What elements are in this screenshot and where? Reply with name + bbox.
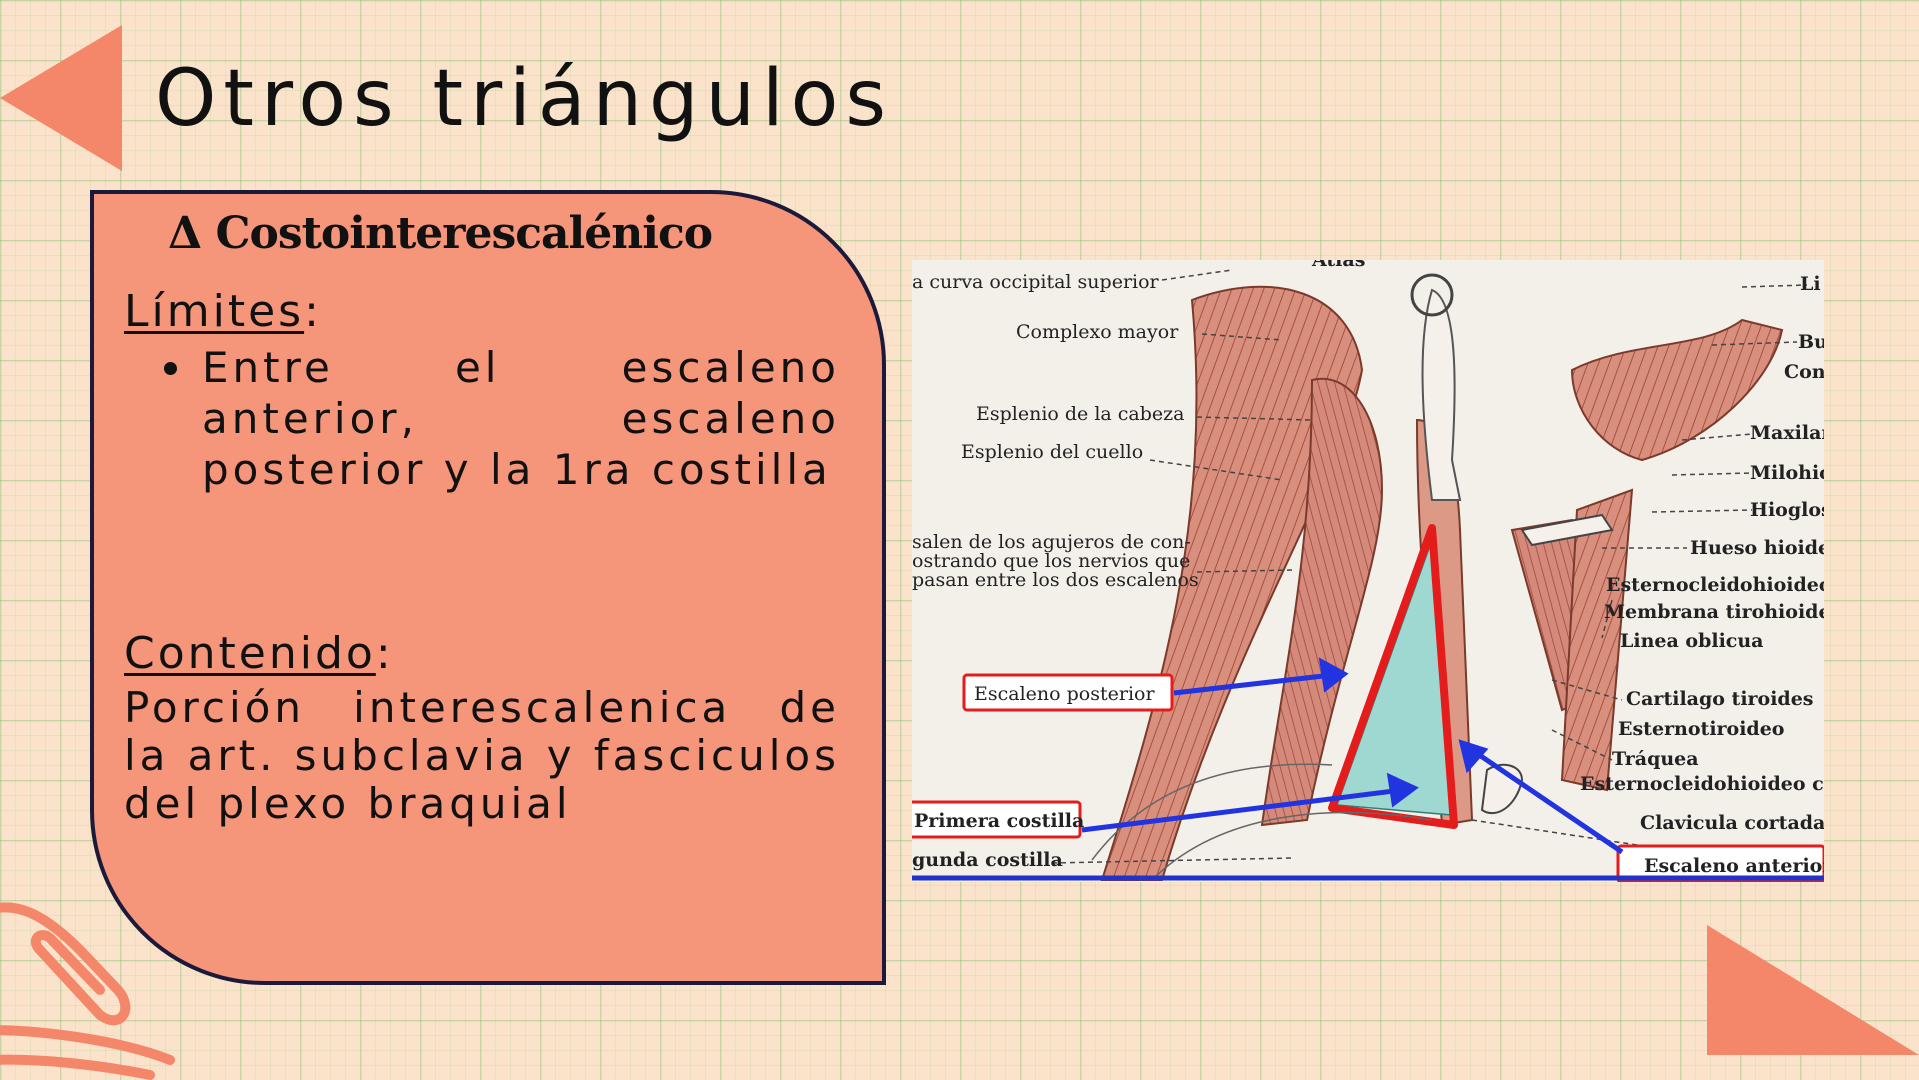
figure-label-top: Atlas	[1311, 260, 1365, 271]
vertebral-column-shape	[1421, 288, 1462, 501]
limites-label-text: Límites	[124, 286, 305, 337]
boxed-label-primera-costilla: Primera costilla	[914, 810, 1084, 832]
boxed-label-frame	[1616, 844, 1824, 882]
figure-label: Maxilar	[1750, 422, 1824, 444]
figure-label: ostrando que los nervios que	[912, 550, 1190, 572]
figure-label: Linea oblicua	[1620, 630, 1764, 652]
slide-title: Otros triángulos	[155, 54, 894, 144]
figure-label: gunda costilla	[912, 849, 1063, 871]
figure-label: salen de los agujeros de con-	[912, 531, 1191, 553]
contenido-section-label: Contenido:	[124, 628, 394, 679]
atlas-ring-shape	[1410, 273, 1454, 317]
figure-label: Esternotiroideo	[1618, 718, 1784, 740]
anatomy-figure: Atlas	[912, 260, 1824, 882]
figure-label: Esternocleidohioideo cort	[1580, 773, 1824, 795]
decorative-triangle-right	[1707, 925, 1919, 1055]
figure-label: pasan entre los dos escalenos	[912, 569, 1199, 591]
figure-label: Complexo mayor	[1016, 321, 1179, 343]
figure-label: Li	[1800, 273, 1821, 295]
rib-lines	[1091, 763, 1433, 881]
figure-label: Membrana tirohioidea	[1604, 601, 1824, 623]
content-card: Δ Costointerescalénico Límites: Entre el…	[90, 190, 886, 985]
figure-label: Clavicula cortada	[1640, 812, 1824, 834]
figure-label: Esternocleidohioideo c	[1606, 574, 1824, 596]
boxed-label-escaleno-posterior: Escaleno posterior	[974, 683, 1155, 705]
figure-label: Tráquea	[1612, 748, 1699, 770]
muscle-trapezius-shape	[1100, 285, 1364, 881]
limites-list: Entre el escaleno anterior, escaleno pos…	[164, 342, 840, 495]
figure-label: Bu	[1798, 331, 1824, 353]
figure-label: Hioglos	[1750, 499, 1824, 521]
costointerescalenic-triangle-outline	[1328, 524, 1458, 829]
card-heading: Δ Costointerescalénico	[168, 208, 713, 259]
decorative-triangle-left	[0, 25, 122, 171]
muscle-scalene-group-shape	[1260, 377, 1384, 827]
boxed-label-escaleno-anterior: Escaleno anterior	[1644, 855, 1824, 877]
figure-label: Con	[1784, 361, 1824, 383]
contenido-text: Porción interescalenica de la art. subcl…	[124, 683, 840, 828]
mandible-muscle-shape	[1570, 318, 1784, 462]
leader-lines-left	[1051, 269, 1313, 864]
figure-label: Milohio	[1750, 462, 1824, 484]
figure-label: Cartilago tiroides	[1626, 688, 1814, 710]
list-item: Entre el escaleno anterior, escaleno pos…	[164, 342, 840, 495]
boxed-label-frame	[962, 673, 1174, 712]
pointer-arrows	[1081, 657, 1624, 855]
figure-label: Esplenio de la cabeza	[976, 403, 1185, 425]
limites-section-label: Límites:	[124, 286, 322, 337]
boxed-label-frame	[912, 800, 1082, 839]
figure-label: Hueso hioides	[1690, 537, 1824, 559]
contenido-label-text: Contenido	[124, 628, 376, 679]
paperclip-icon	[0, 902, 175, 1080]
hyoid-bone-shape	[1520, 513, 1614, 547]
muscle-sternocleido-shape	[1560, 488, 1634, 792]
figure-label: Esplenio del cuello	[961, 441, 1143, 463]
figure-label: a curva occipital superior	[912, 271, 1160, 293]
neck-anatomy-illustration: Atlas	[912, 260, 1824, 882]
